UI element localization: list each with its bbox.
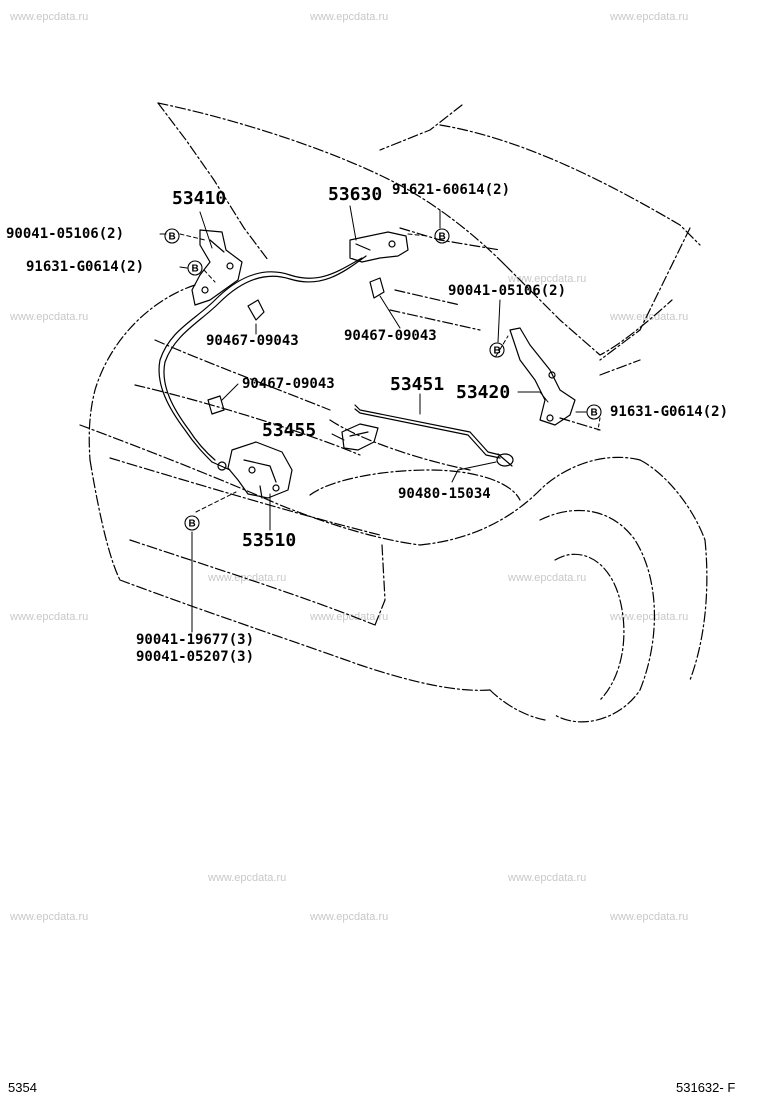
part-label-90467-09043-b: 90467-09043 [344,328,437,344]
bolt-marker-letter: B [192,264,199,275]
leader-lines [159,205,601,633]
watermark: www.epcdata.ru [508,572,587,584]
bolt-marker [184,515,200,531]
watermark: www.epcdata.ru [610,611,689,623]
part-label-91631-G0614-right: 91631-G0614(2) [610,404,729,420]
watermark: www.epcdata.ru [508,273,587,285]
watermark: www.epcdata.ru [10,911,89,923]
bolt-marker [586,404,602,420]
hood-hinge-left [191,229,243,306]
diagram-figure-code: 531632- F [676,1080,736,1095]
watermark: www.epcdata.ru [10,311,89,323]
part-label-53630: 53630 [328,184,383,205]
bolt-marker [434,228,450,244]
watermark: www.epcdata.ru [208,572,287,584]
part-label-53410: 53410 [172,188,227,209]
watermark: www.epcdata.ru [208,872,287,884]
watermark: www.epcdata.ru [508,872,587,884]
bolt-marker-letter: B [494,346,501,357]
part-label-90467-09043-a: 90467-09043 [206,333,299,349]
bolt-marker [164,228,180,244]
watermark: www.epcdata.ru [310,11,389,23]
watermark: www.epcdata.ru [310,611,389,623]
part-label-90041-05207: 90041-05207(3) [136,649,255,665]
part-label-53455: 53455 [262,420,317,441]
bolt-marker-letter: B [169,232,176,243]
hood-hinge-right [509,327,576,426]
hood-support-rod [354,404,501,459]
watermark: www.epcdata.ru [310,911,389,923]
part-label-53510: 53510 [242,530,297,551]
bolt-marker [489,342,505,358]
cable-clip [207,277,385,415]
part-label-90041-19677: 90041-19677(3) [136,632,255,648]
part-label-53420: 53420 [456,382,511,403]
watermark: www.epcdata.ru [610,911,689,923]
part-label-90467-09043-c: 90467-09043 [242,376,335,392]
part-label-91621-60614: 91621-60614(2) [392,182,511,198]
bolt-marker [187,260,203,276]
part-label-53451: 53451 [390,374,445,395]
car-body-outline [79,102,708,723]
watermark: www.epcdata.ru [10,611,89,623]
release-lever [349,231,409,263]
part-label-90041-05106-right: 90041-05106(2) [448,283,567,299]
hood-lock-assembly [227,441,293,499]
support-rod-holder [341,423,379,451]
bolt-marker-letter: B [591,408,598,419]
part-label-90480-15034: 90480-15034 [398,486,491,502]
diagram-page-code: 5354 [8,1080,37,1095]
bolt-marker-letter: B [439,232,446,243]
part-label-91631-G0614-left: 91631-G0614(2) [26,259,145,275]
support-rod-grommet [496,453,514,467]
release-cable [158,255,367,471]
bolt-marker-group [164,228,602,531]
bolt-marker-letter: B [189,519,196,530]
part-label-90041-05106-left: 90041-05106(2) [6,226,125,242]
watermark: www.epcdata.ru [10,11,89,23]
watermark: www.epcdata.ru [610,11,689,23]
watermark: www.epcdata.ru [610,311,689,323]
